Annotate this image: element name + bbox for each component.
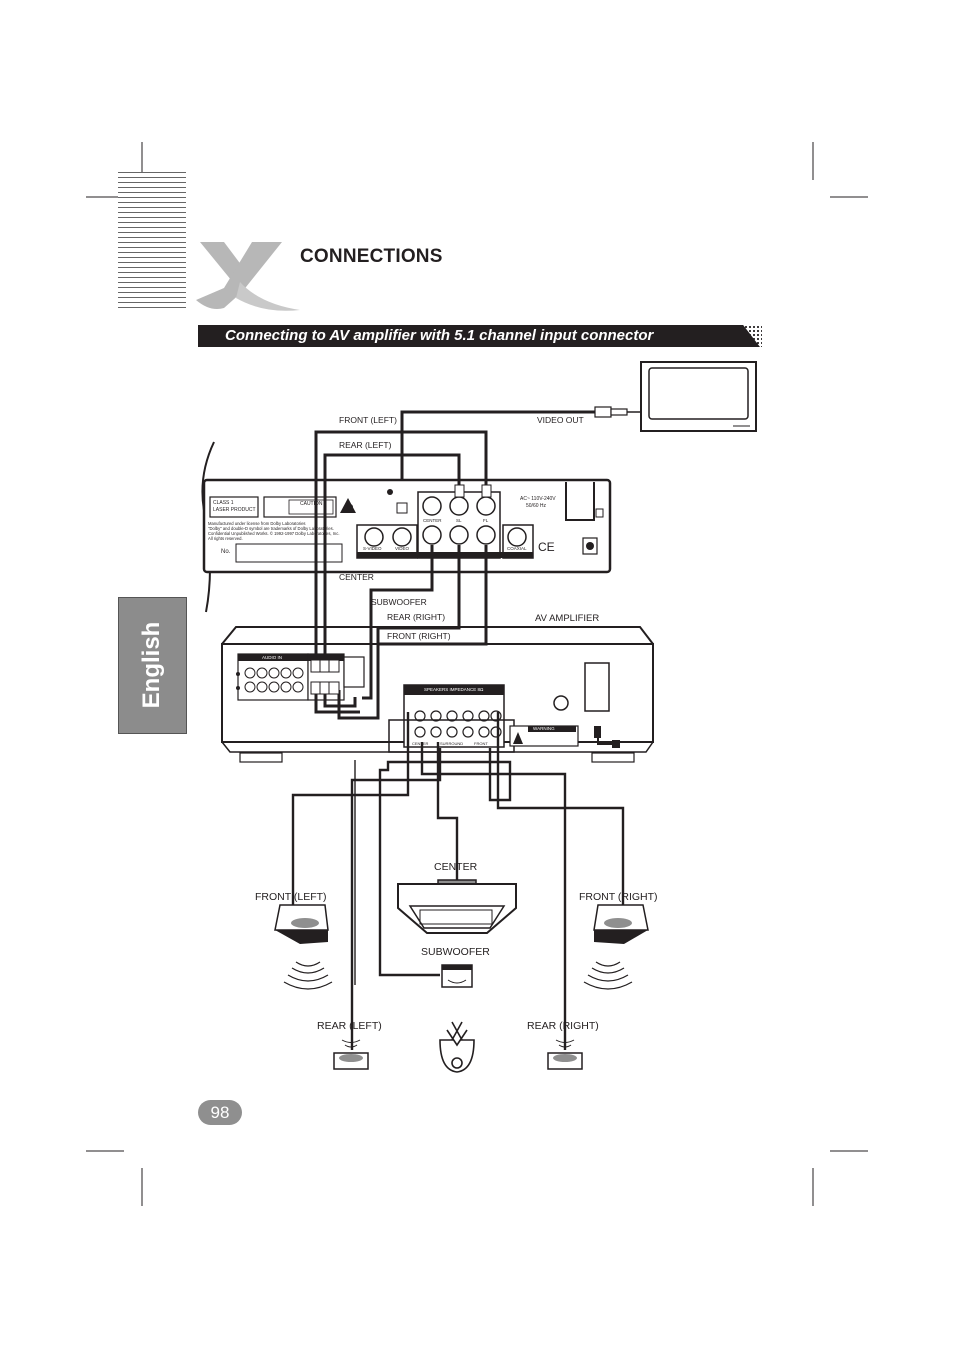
cable-label-center: CENTER	[339, 572, 374, 582]
power-rating-1: AC~ 110V-240V	[520, 496, 556, 502]
header-stripes	[118, 172, 186, 312]
warning-label: WARNING	[533, 726, 555, 731]
section-banner	[198, 325, 760, 347]
av-amplifier-label: AV AMPLIFIER	[535, 613, 600, 624]
brand-logo-x	[196, 242, 300, 311]
listener-icon	[439, 1021, 475, 1073]
jack-label-coaxial: COAXIAL	[507, 546, 527, 551]
speaker-label-front-left: FRONT (LEFT)	[255, 891, 327, 903]
speakers-impedance-label: SPEAKERS IMPEDANCE 8Ω	[424, 687, 484, 692]
cable-label-rear-right: REAR (RIGHT)	[387, 612, 446, 622]
speaker-label-subwoofer: SUBWOOFER	[421, 946, 490, 958]
svg-text:CE: CE	[538, 540, 555, 554]
front-left-speaker-icon	[274, 904, 333, 990]
dolby-text-4: All rights reserved.	[208, 536, 243, 541]
cable-label-subwoofer: SUBWOOFER	[371, 597, 427, 607]
front-right-speaker-icon	[583, 904, 649, 990]
jack-label-video: VIDEO	[395, 546, 410, 551]
cable-label-video-out: VIDEO OUT	[537, 415, 584, 425]
dolby-text-3: Confidential Unpublished Works. © 1992-1…	[208, 531, 340, 536]
serial-no-label: No.	[221, 549, 231, 555]
tv-icon	[640, 361, 757, 432]
power-rating-2: 50/60 Hz	[526, 503, 547, 509]
audio-in-label: AUDIO IN	[262, 655, 283, 660]
rear-right-speaker-icon	[547, 1039, 583, 1070]
dolby-text-2: "Dolby" and double-D symbol are trademar…	[208, 526, 334, 531]
banner-halftone	[728, 325, 762, 347]
section-banner-text: Connecting to AV amplifier with 5.1 chan…	[225, 327, 654, 344]
terminal-group-center: CENTER	[412, 741, 429, 746]
speaker-label-rear-left: REAR (LEFT)	[317, 1020, 382, 1032]
jack-label-center: CENTER	[423, 518, 442, 523]
audio-cables	[314, 430, 488, 720]
speaker-cables	[291, 712, 625, 1050]
cable-label-rear-left: REAR (LEFT)	[339, 440, 392, 450]
terminal-group-surround: SURROUND	[440, 741, 464, 746]
subwoofer-speaker-icon	[441, 964, 473, 988]
jack-label-sl: SL	[456, 518, 462, 523]
language-tab	[118, 597, 187, 734]
class-label: CLASS 1	[213, 500, 234, 506]
caution-label: CAUTION	[300, 501, 323, 507]
av-amplifier-rear-panel	[221, 626, 654, 763]
speaker-label-center: CENTER	[434, 861, 478, 873]
speaker-label-front-right: FRONT (RIGHT)	[579, 891, 658, 903]
jack-label-svideo: S-VIDEO	[363, 546, 382, 551]
cable-label-front-right: FRONT (RIGHT)	[387, 631, 451, 641]
rear-left-speaker-icon	[333, 1039, 369, 1070]
terminal-group-front: FRONT	[474, 741, 488, 746]
speaker-label-rear-right: REAR (RIGHT)	[527, 1020, 599, 1032]
laser-label: LASER PRODUCT	[213, 507, 256, 513]
center-speaker-icon	[397, 879, 517, 934]
cable-label-front-left: FRONT (LEFT)	[339, 415, 397, 425]
jack-label-fl: FL	[483, 518, 489, 523]
page-title: CONNECTIONS	[300, 246, 443, 267]
dolby-text-1: Manufactured under license from Dolby La…	[208, 521, 306, 526]
page-number: 98	[198, 1100, 242, 1125]
